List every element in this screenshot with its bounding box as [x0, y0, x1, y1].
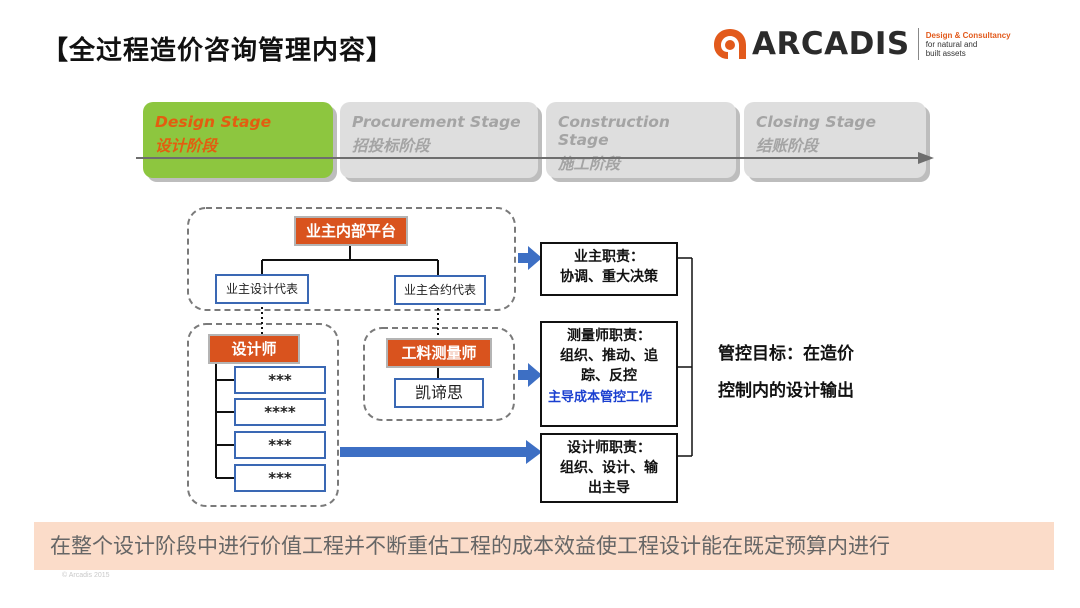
qs-firm-box: 凯谛思	[394, 378, 484, 408]
summary-banner: 在整个设计阶段中进行价值工程并不断重估工程的成本效益使工程设计能在既定预算内进行	[34, 522, 1054, 570]
owner-platform-box: 业主内部平台	[294, 216, 408, 246]
control-goal-line1: 管控目标：在造价	[718, 344, 854, 364]
owner-contract-rep-box: 业主合约代表	[394, 275, 486, 305]
designer-box: 设计师	[208, 334, 300, 364]
designer-responsibility-box: 设计师职责： 组织、设计、输 出主导	[540, 433, 678, 503]
page-title: 【全过程造价咨询管理内容】	[42, 36, 394, 66]
qs-responsibility-box: 测量师职责： 组织、推动、追 踪、反控 主导成本管控工作	[540, 321, 678, 427]
control-goal-line2: 控制内的设计输出	[718, 381, 854, 401]
logo-divider	[917, 28, 919, 60]
owner-design-rep-box: 业主设计代表	[215, 274, 309, 304]
stage-closing: Closing Stage 结账阶段	[744, 102, 926, 178]
stage-design: Design Stage 设计阶段	[143, 102, 333, 178]
quantity-surveyor-box: 工料测量师	[386, 338, 492, 368]
designer-item: ****	[234, 398, 326, 426]
logo-name: ARCADIS	[752, 26, 910, 62]
stage-construction: Construction Stage 施工阶段	[546, 102, 736, 178]
stage-procurement: Procurement Stage 招投标阶段	[340, 102, 538, 178]
logo-tagline: Design & Consultancy for natural and bui…	[925, 30, 1011, 58]
arcadis-logo: ARCADIS Design & Consultancy for natural…	[712, 24, 1011, 64]
copyright-text: © Arcadis 2015	[62, 572, 110, 579]
designer-item: ***	[234, 431, 326, 459]
owner-responsibility-box: 业主职责： 协调、重大决策	[540, 242, 678, 296]
summary-text: 在整个设计阶段中进行价值工程并不断重估工程的成本效益使工程设计能在既定预算内进行	[50, 534, 890, 558]
designer-item: ***	[234, 366, 326, 394]
arcadis-logo-icon	[712, 26, 748, 62]
designer-item: ***	[234, 464, 326, 492]
